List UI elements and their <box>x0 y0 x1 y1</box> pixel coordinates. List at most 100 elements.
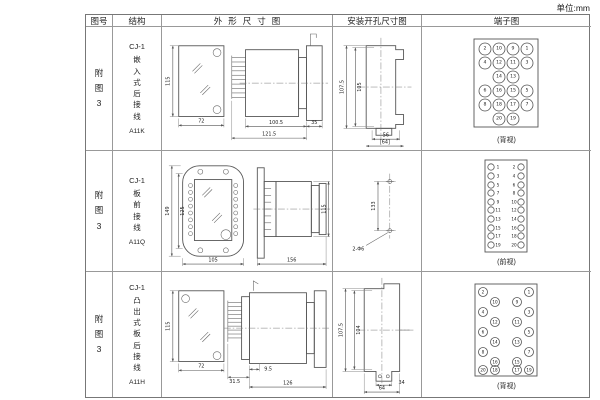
terminal-circle <box>517 215 525 223</box>
header-terminal-label: 端子图 <box>493 15 520 26</box>
figure-no-row1: 附图3 <box>94 67 104 109</box>
terminal-number: 14 <box>511 217 517 222</box>
terminal-number: 13 <box>510 73 516 79</box>
dim-inner-width: 34 <box>398 380 404 386</box>
terminal-number: 4 <box>484 59 487 65</box>
terminal-circle <box>517 198 525 206</box>
dim-outer-width: 64 <box>378 386 384 392</box>
side-view-row3: 9.5 31.5 126 <box>223 280 331 390</box>
terminal-circle <box>517 172 525 180</box>
dim-front-height: 115 <box>165 76 171 85</box>
terminal-circle <box>487 224 495 232</box>
dim-hole-spacing: 133 <box>371 201 377 210</box>
terminal-circle <box>517 241 525 249</box>
terminal-number: 19 <box>526 367 532 372</box>
dim-inner-height: 104 <box>355 325 361 334</box>
terminal-number: 1 <box>497 165 500 170</box>
terminal-circle <box>490 364 500 375</box>
terminal-number: 17 <box>495 234 501 239</box>
terminal-circle <box>487 189 495 197</box>
terminal-number: 19 <box>495 243 501 248</box>
header-mounting-label: 安装开孔尺寸图 <box>347 15 407 26</box>
terminal-circle <box>512 356 522 367</box>
terminal-circle <box>492 56 506 69</box>
terminal-number: 12 <box>496 59 502 65</box>
dim-cutout-inner-height: 105 <box>356 82 362 91</box>
header-mounting: 安装开孔尺寸图 <box>333 15 422 27</box>
terminal-circle <box>517 181 525 189</box>
figure-no-row3: 附图3 <box>94 313 104 355</box>
model-row1: CJ-1 <box>129 42 145 52</box>
terminal-number: 11 <box>510 59 516 65</box>
front-view-row2: 149 125 105 <box>165 164 245 266</box>
mounting-drawing-row2: 133 2-Φ6 <box>352 173 396 252</box>
terminal-number: 3 <box>497 174 500 179</box>
terminal-circle <box>487 206 495 214</box>
terminal-number: 5 <box>497 183 500 188</box>
terminal-number: 18 <box>492 367 498 372</box>
terminal-circle <box>487 215 495 223</box>
terminal-circle <box>524 326 534 337</box>
outline-drawing-row1: 115 72 <box>165 33 329 140</box>
terminal-number: 8 <box>513 191 516 196</box>
code-row2: A11Q <box>128 239 146 246</box>
terminal-circle <box>520 84 534 97</box>
outline-drawing-row2: 149 125 105 <box>165 164 331 266</box>
unit-label: 单位:mm <box>556 3 590 13</box>
header-structure-label: 结构 <box>128 15 146 26</box>
dim-body-height: 115 <box>322 204 328 213</box>
mounting-drawing-row1: 107.5 105 56 [64] <box>339 37 411 147</box>
model-row2: CJ-1 <box>129 176 145 185</box>
glass-hatch <box>192 62 211 95</box>
header-structure: 结构 <box>113 15 162 27</box>
mounting-drawing-row3: 107.5 104 34 64 <box>338 277 413 395</box>
terminal-circle <box>517 206 525 214</box>
terminal-circle <box>517 232 525 240</box>
terminal-circle <box>512 316 522 327</box>
terminal-pins <box>227 302 242 339</box>
dim-front-width: 105 <box>208 257 217 263</box>
terminal-circle <box>512 336 522 347</box>
mounting-cell-row2: 133 2-Φ6 <box>333 151 422 272</box>
terminal-circle <box>520 98 534 111</box>
terminal-number: 7 <box>526 101 529 107</box>
terminal-number: 19 <box>510 115 516 121</box>
dim-body-depth: 100.5 <box>269 119 283 125</box>
terminal-number: 16 <box>496 87 502 93</box>
terminal-circle <box>506 42 520 55</box>
terminal-circle <box>487 241 495 249</box>
terminal-number: 11 <box>495 208 501 213</box>
terminal-number: 6 <box>482 329 485 334</box>
dim-cutout-outer-height: 107.5 <box>339 80 345 94</box>
terminal-circle <box>524 364 534 375</box>
terminal-number: 6 <box>484 87 487 93</box>
terminal-number: 3 <box>526 59 529 65</box>
terminal-number: 9 <box>516 299 519 304</box>
hook-mark <box>310 33 317 46</box>
model-row3: CJ-1 <box>129 282 145 292</box>
terminal-number: 15 <box>514 359 520 364</box>
terminal-dots <box>188 182 238 236</box>
terminal-circle <box>490 296 500 307</box>
terminal-number: 13 <box>514 339 520 344</box>
code-row1: A11K <box>129 127 145 135</box>
terminal-number: 18 <box>511 234 517 239</box>
terminal-number: 16 <box>511 226 517 231</box>
terminal-number: 14 <box>492 339 498 344</box>
terminal-number: 4 <box>482 309 485 314</box>
terminal-number: 5 <box>528 329 531 334</box>
terminal-circle <box>517 163 525 171</box>
structure-cell-row1: CJ-1 嵌入式后接线 A11K <box>113 27 162 151</box>
figure-no-cell-row2: 附图3 <box>86 151 113 272</box>
dim-front-width: 72 <box>198 118 204 124</box>
terminal-number: 5 <box>526 87 529 93</box>
terminal-circle <box>490 316 500 327</box>
terminal-circle <box>520 42 534 55</box>
header-figure-no-label: 图号 <box>90 15 108 26</box>
terminal-number: 2 <box>482 289 485 294</box>
